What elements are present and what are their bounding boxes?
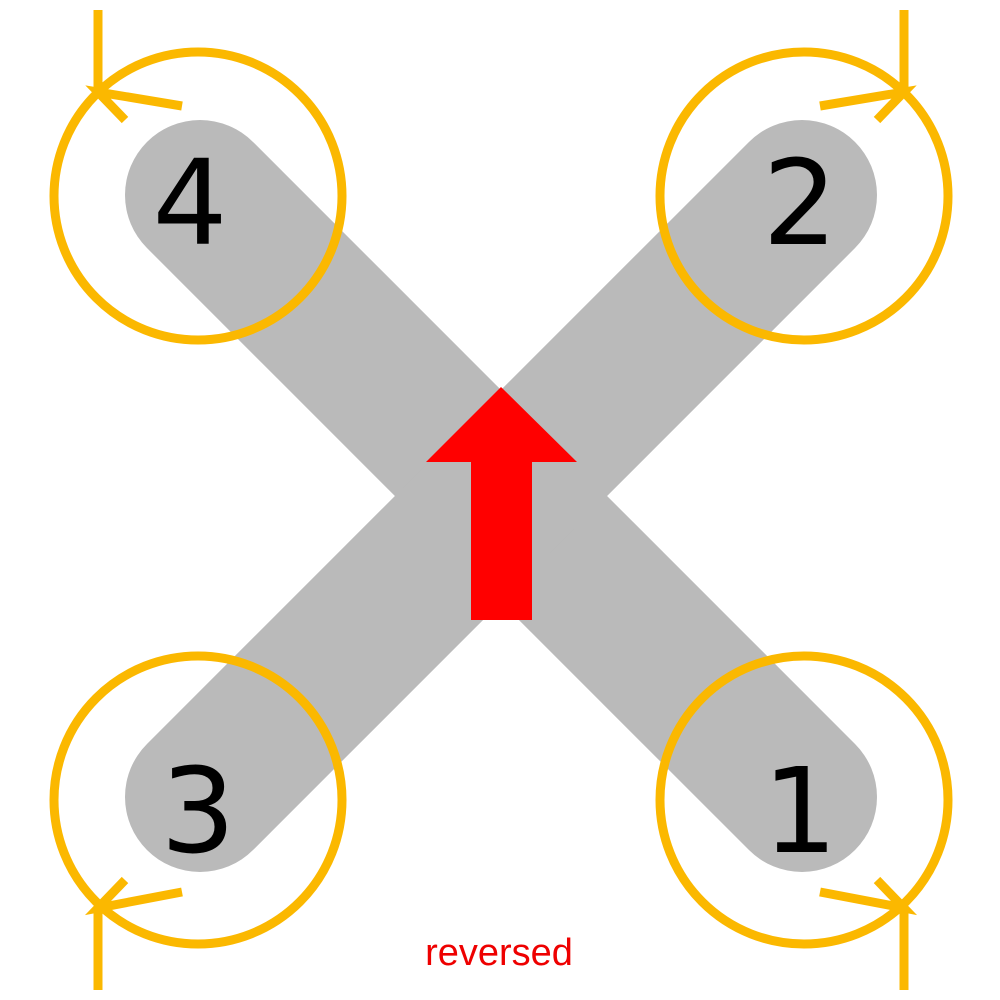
rotation-counterclockwise-icon (655, 651, 953, 990)
rotation-counterclockwise-icon (655, 10, 953, 345)
motor-label-1: 1 (762, 742, 837, 880)
rotation-clockwise-icon (49, 651, 347, 990)
rotation-rings (49, 10, 953, 990)
rotation-clockwise-icon (49, 10, 347, 345)
motor-label-3: 3 (160, 742, 235, 880)
up-arrow-icon (426, 387, 577, 620)
caption-text: reversed (425, 932, 573, 974)
motor-label-2: 2 (762, 134, 837, 272)
motor-label-4: 4 (152, 134, 227, 272)
motor-labels: 1 2 3 4 (152, 134, 837, 880)
